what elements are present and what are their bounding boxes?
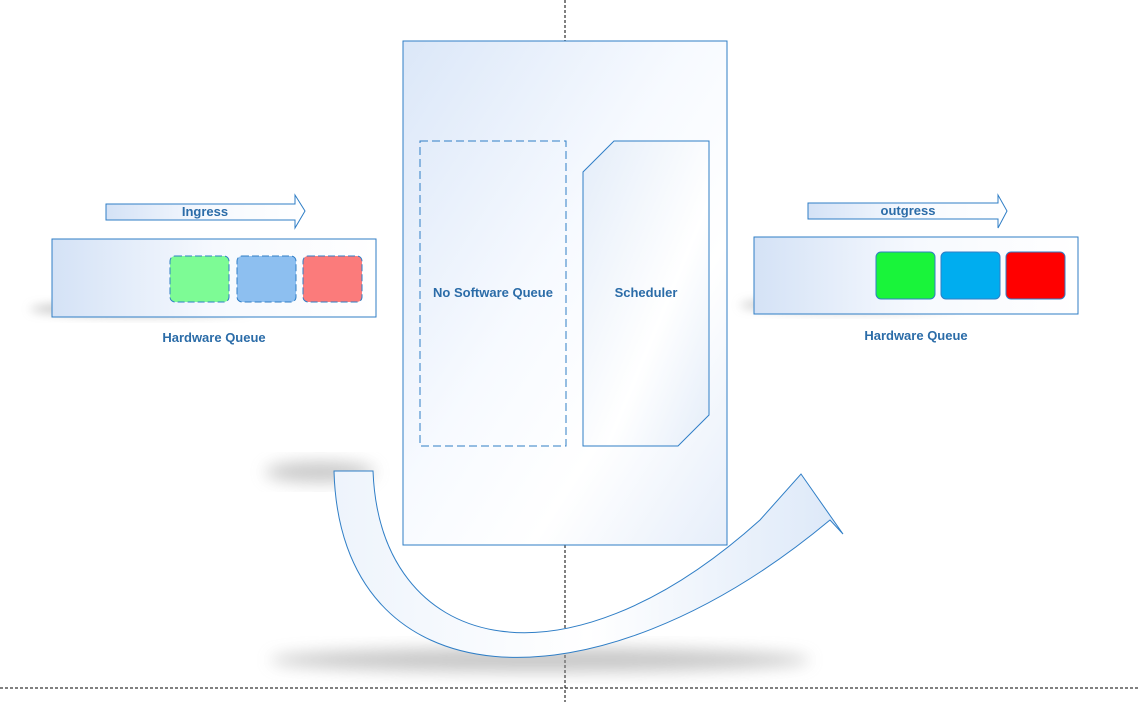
arrow-bottom-shadow xyxy=(270,648,810,672)
left-packet-3 xyxy=(302,255,363,303)
right-hardware-queue: Hardware Queue xyxy=(753,236,1079,343)
left-packet-2 xyxy=(236,255,297,303)
outgress-arrow: outgress xyxy=(807,193,1008,229)
right-packet-3 xyxy=(1005,251,1066,300)
scheduler-box xyxy=(582,140,710,447)
right-packet-1 xyxy=(875,251,936,300)
ingress-arrow: Ingress xyxy=(105,193,306,230)
bypass-curved-arrow xyxy=(333,470,844,658)
ingress-label: Ingress xyxy=(182,204,228,219)
left-queue-label: Hardware Queue xyxy=(162,330,265,345)
outgress-label: outgress xyxy=(881,203,936,218)
software-queue-box xyxy=(419,140,567,447)
right-packet-2 xyxy=(940,251,1001,300)
left-packet-1 xyxy=(169,255,230,303)
software-queue-label: No Software Queue xyxy=(433,285,553,300)
router-processing-box: No Software Queue Scheduler xyxy=(402,40,728,546)
scheduler-label: Scheduler xyxy=(615,285,678,300)
left-hardware-queue: Hardware Queue xyxy=(51,238,377,345)
right-queue-label: Hardware Queue xyxy=(864,328,967,343)
